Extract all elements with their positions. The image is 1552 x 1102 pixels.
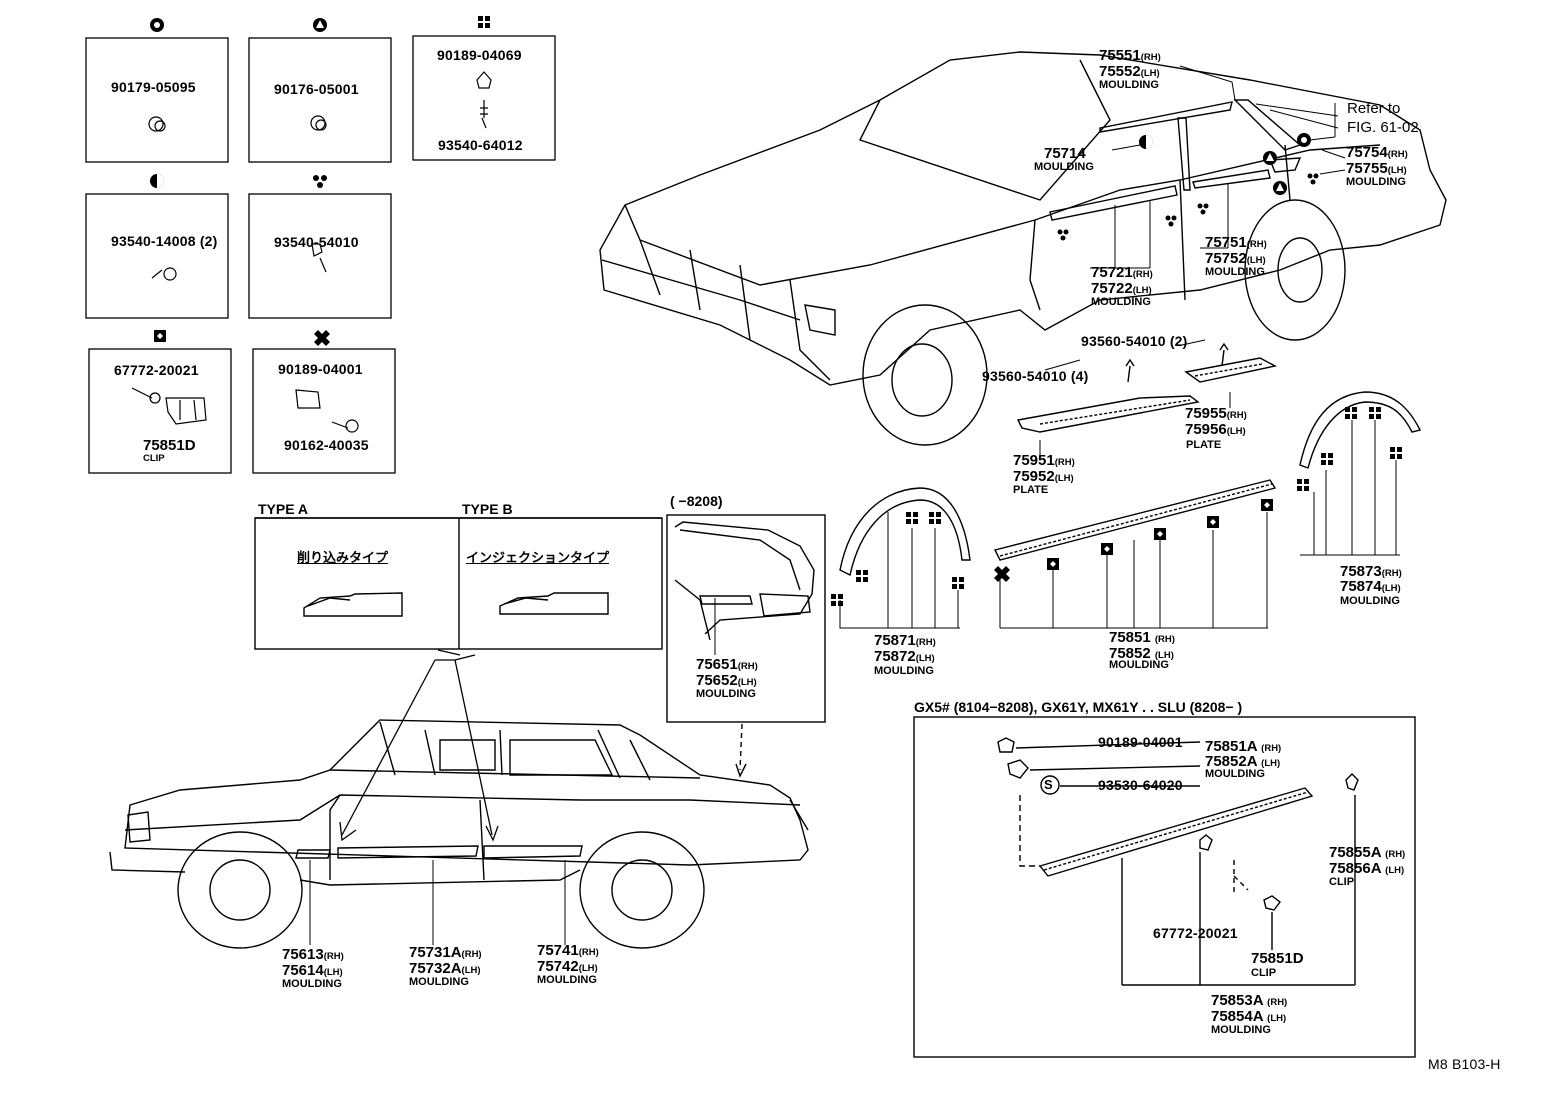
gx-part-93530: 93530-64020 (1098, 777, 1183, 793)
fastener-part-93540-54010: 93540-54010 (274, 234, 359, 250)
label-75754-name: MOULDING (1346, 176, 1406, 188)
label-75741: 75741(RH) (537, 942, 599, 959)
label-75732a: 75732A(LH) (409, 960, 481, 977)
label-75952: 75952(LH) (1013, 468, 1074, 485)
label-75853a-name: MOULDING (1211, 1024, 1271, 1036)
refer-line1: Refer to (1347, 100, 1401, 117)
gx-title: GX5# (8104−8208), GX61Y, MX61Y . . SLU (… (914, 699, 1243, 715)
inset-rear-box (666, 514, 826, 778)
label-75714: 75714 (1044, 145, 1086, 162)
figure-code: M8 B103-H (1428, 1056, 1501, 1072)
label-screw-2: 93560-54010 (2) (1081, 333, 1188, 349)
gx-s-symbol: S (1044, 777, 1053, 792)
label-75613-name: MOULDING (282, 978, 342, 990)
label-75613: 75613(RH) (282, 946, 344, 963)
label-screw-4: 93560-54010 (4) (982, 368, 1089, 384)
type-box (254, 517, 663, 650)
label-75651-name: MOULDING (696, 688, 756, 700)
label-75871-name: MOULDING (874, 665, 934, 677)
clip-label: CLIP (143, 453, 165, 464)
upper-symbols (1057, 133, 1319, 241)
fastener-boxes (85, 35, 556, 474)
label-75714-name: MOULDING (1034, 161, 1094, 173)
type-arrows (339, 649, 499, 842)
label-75755: 75755(LH) (1346, 160, 1407, 177)
label-75854a: 75854A (LH) (1211, 1008, 1287, 1025)
label-75856a: 75856A (LH) (1329, 860, 1405, 877)
label-75614: 75614(LH) (282, 962, 343, 979)
fastener-part-93540-14008: 93540-14008 (2) (111, 233, 218, 249)
label-75874: 75874(LH) (1340, 578, 1401, 595)
fastener-part-90162-40035: 90162-40035 (284, 437, 369, 453)
label-75852a: 75852A (LH) (1205, 753, 1281, 770)
box-part-icons (131, 71, 492, 433)
fastener-part-90189-04001: 90189-04001 (278, 361, 363, 377)
refer-line2: FIG. 61-02 (1347, 119, 1419, 136)
label-75873: 75873(RH) (1340, 563, 1402, 580)
label-75731a: 75731A(RH) (409, 944, 482, 961)
upper-leaders (839, 65, 1400, 629)
label-75955-name: PLATE (1186, 439, 1222, 451)
label-75752: 75752(LH) (1205, 250, 1266, 267)
arch-symbols (831, 407, 1402, 606)
label-75855a-name: CLIP (1329, 876, 1355, 888)
label-75871: 75871(RH) (874, 632, 936, 649)
label-75951-name: PLATE (1013, 484, 1049, 496)
type-b-jp-label: インジェクションタイプ (466, 550, 610, 565)
gx-part-90189: 90189-04001 (1098, 734, 1183, 750)
label-gx-75851d: 75851D (1251, 950, 1304, 967)
label-75652: 75652(LH) (696, 672, 757, 689)
label-75852: 75852 (LH) (1109, 645, 1174, 662)
type-a-jp-label: 削り込みタイプ (297, 550, 389, 565)
fastener-part-67772: 67772-20021 (114, 362, 199, 378)
arch-symbol-holes (1050, 502, 1270, 567)
gx-part-67772: 67772-20021 (1153, 925, 1238, 941)
type-b-label: TYPE B (462, 501, 513, 517)
box-symbols (150, 16, 490, 346)
label-75551: 75551(RH) (1099, 47, 1161, 64)
clip-part-75851d: 75851D (143, 437, 196, 454)
label-75721: 75721(RH) (1091, 264, 1153, 281)
label-75855a: 75855A (RH) (1329, 844, 1406, 861)
label-75872: 75872(LH) (874, 648, 935, 665)
label-75851a: 75851A (RH) (1205, 738, 1282, 755)
label-75751: 75751(RH) (1205, 234, 1267, 251)
label-75754: 75754(RH) (1346, 144, 1408, 161)
label-75951: 75951(RH) (1013, 452, 1075, 469)
label-75851: 75851 (RH) (1109, 629, 1175, 646)
label-75741-name: MOULDING (537, 974, 597, 986)
fastener-part-90189-04069: 90189-04069 (437, 47, 522, 63)
label-75851a-name: MOULDING (1205, 768, 1265, 780)
label-75955: 75955(RH) (1185, 405, 1247, 422)
gx-box (913, 716, 1416, 1058)
label-75731a-name: MOULDING (409, 976, 469, 988)
type-a-label: TYPE A (258, 501, 309, 517)
label-75651: 75651(RH) (696, 656, 758, 673)
inset-range-label: ( −8208) (670, 493, 723, 509)
upper-car-outline (599, 51, 1447, 446)
label-75551-name: MOULDING (1099, 79, 1159, 91)
fastener-part-93540-64012: 93540-64012 (438, 137, 523, 153)
label-75722: 75722(LH) (1091, 280, 1152, 297)
label-75721-name: MOULDING (1091, 296, 1151, 308)
label-75751-name: MOULDING (1205, 266, 1265, 278)
label-75742: 75742(LH) (537, 958, 598, 975)
lower-car-outline (109, 719, 809, 949)
label-gx-75851d-name: CLIP (1251, 967, 1277, 979)
upper-parts (839, 342, 1422, 577)
label-75851-name: MOULDING (1109, 659, 1169, 671)
label-75552: 75552(LH) (1099, 63, 1160, 80)
label-75853a: 75853A (RH) (1211, 992, 1288, 1009)
label-75956: 75956(LH) (1185, 421, 1246, 438)
label-75873-name: MOULDING (1340, 595, 1400, 607)
lower-leaders (309, 598, 716, 945)
fastener-part-90179: 90179-05095 (111, 79, 196, 95)
fastener-part-90176: 90176-05001 (274, 81, 359, 97)
